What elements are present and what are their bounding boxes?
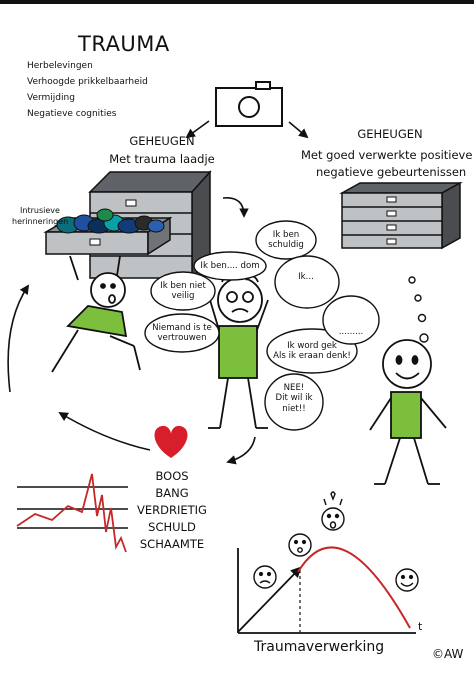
bubble-ik xyxy=(274,255,340,309)
drawer-label-2: herinneringen xyxy=(12,217,69,226)
graph-title: Traumaverwerking xyxy=(254,639,385,655)
emotion-sadness: VERDRIETIG xyxy=(137,503,207,517)
bubble-dots xyxy=(322,295,380,345)
left-memory-subheading: Met trauma laadje xyxy=(109,152,215,166)
emotion-fear: BANG xyxy=(155,486,189,500)
figure-lifting-drawer xyxy=(51,255,141,373)
right-memory-subheading-2: negatieve gebeurtenissen xyxy=(316,165,467,179)
bubble-guilty xyxy=(255,220,317,260)
symptom-item: Negatieve cognities xyxy=(27,109,117,119)
bubble-ik-text: Ik... xyxy=(298,272,314,282)
stress-graph xyxy=(16,473,128,553)
graph-x-label: t xyxy=(418,620,423,633)
bubble-dots-text: ......... xyxy=(338,327,364,337)
bubble-trust xyxy=(144,313,220,353)
drawer-label-1: Intrusieve xyxy=(20,206,60,215)
rising-arrow xyxy=(237,566,302,633)
shocked-face-icon xyxy=(321,491,345,531)
page-title: TRAUMA xyxy=(78,32,170,56)
bubble-dumb xyxy=(193,251,267,281)
sad-face-icon xyxy=(253,565,277,589)
symptom-item: Vermijding xyxy=(27,93,75,103)
worried-face-icon xyxy=(288,533,312,557)
arrow-cabinet-to-thoughts xyxy=(222,197,249,218)
processing-curve xyxy=(297,546,411,629)
happy-face-icon xyxy=(395,568,419,592)
thought-bubble-shapes xyxy=(144,220,380,431)
right-memory-heading: GEHEUGEN xyxy=(357,127,423,141)
emotion-shame: SCHAAMTE xyxy=(139,537,205,551)
arrow-to-left-memory xyxy=(185,120,210,139)
thought-dots-right xyxy=(408,276,429,343)
left-memory-heading: GEHEUGEN xyxy=(129,134,195,148)
intrusive-memory-stones xyxy=(56,208,165,234)
happy-figure xyxy=(369,339,447,485)
processed-memory-cabinet xyxy=(339,181,463,250)
arrow-to-right-memory xyxy=(288,121,309,139)
arrow-loop-up xyxy=(7,284,30,393)
symptom-item: Herbelevingen xyxy=(27,61,93,71)
bubble-no xyxy=(264,373,324,431)
heart-icon xyxy=(154,425,188,458)
bubble-unsafe xyxy=(150,271,216,311)
figure-covering-face xyxy=(208,275,269,429)
bubble-dumb-text: Ik ben.... dom xyxy=(200,261,260,271)
trauma-processing-graph xyxy=(237,491,419,634)
right-memory-subheading-1: Met goed verwerkte positieve en xyxy=(301,148,474,162)
trauma-drawer-cabinet xyxy=(43,170,212,280)
arrow-thoughts-to-heart xyxy=(226,436,256,465)
camera-icon xyxy=(215,81,283,127)
watermark: ©AW xyxy=(432,647,464,661)
arrow-heart-to-left xyxy=(58,412,151,451)
top-border xyxy=(0,0,474,4)
symptom-item: Verhoogde prikkelbaarheid xyxy=(27,77,148,87)
emotion-guilt: SCHULD xyxy=(148,520,196,534)
emotion-anger: BOOS xyxy=(155,469,189,483)
